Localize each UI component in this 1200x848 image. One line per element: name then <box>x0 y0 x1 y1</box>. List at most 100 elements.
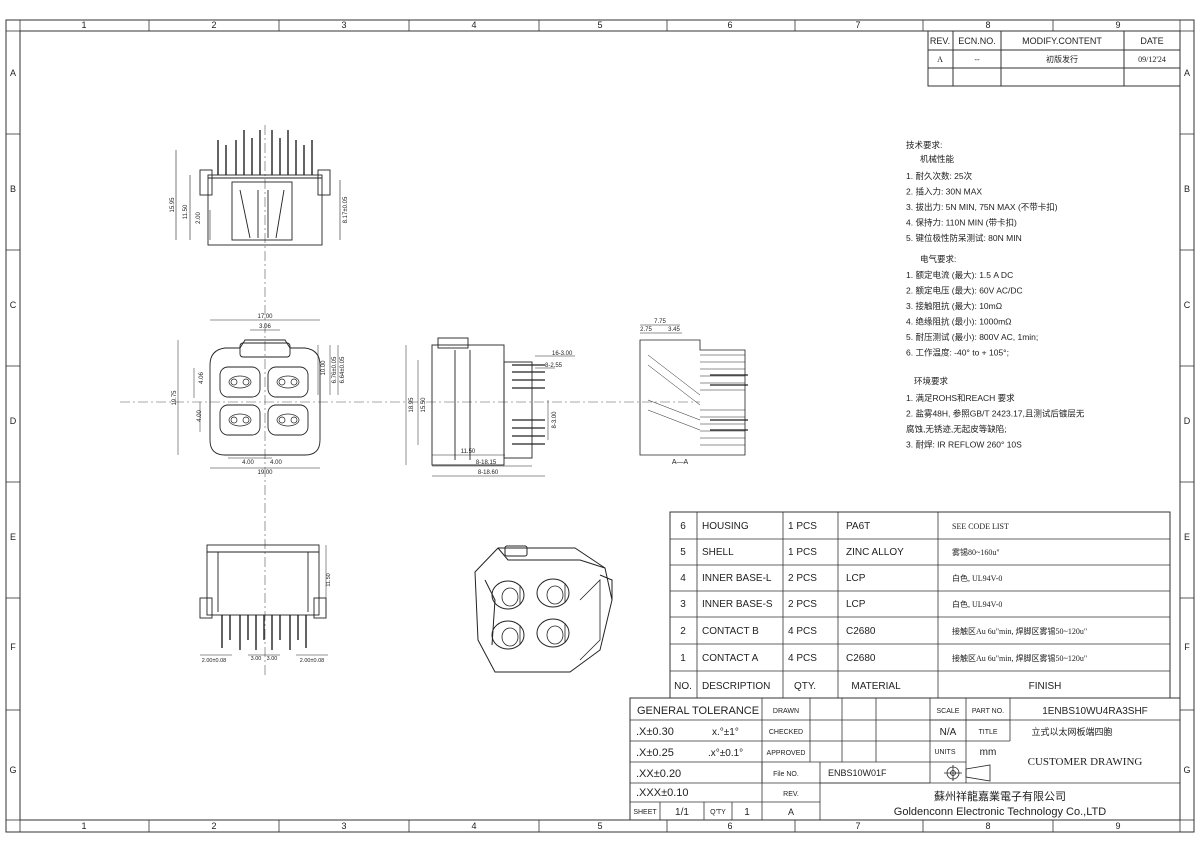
scale-value: N/A <box>940 727 957 738</box>
env-note-1: 1. 满足ROHS和REACH 要求 <box>906 393 1015 403</box>
top-view <box>175 130 341 246</box>
side-view <box>405 337 575 477</box>
zone-row-right-F: F <box>1184 642 1190 652</box>
dim-6-64: 6.64±0.05 <box>340 356 346 383</box>
dim-15-50: 15.50 <box>421 397 427 413</box>
isometric-view <box>474 545 613 673</box>
dim-11-50-bottom: 11.50 <box>326 573 332 586</box>
mech-note-4: 4. 保持力: 110N MIN (带卡扣) <box>906 218 1017 228</box>
zone-col-bottom-2: 2 <box>211 821 216 831</box>
center-lines <box>120 125 700 675</box>
zone-col-top-9: 9 <box>1115 20 1120 30</box>
dim-8-18-60: 8-18.60 <box>478 470 499 476</box>
dim-8-3-00: 8-3.00 <box>552 411 558 429</box>
bom-row-4-qty: 2 PCS <box>788 573 817 584</box>
zone-col-bottom-3: 3 <box>341 821 346 831</box>
elec-note-4: 4. 绝缘阻抗 (最小): 1000mΩ <box>906 317 1012 327</box>
bottom-view <box>199 544 328 656</box>
zone-col-bottom-7: 7 <box>855 821 860 831</box>
zone-col-bottom-8: 8 <box>985 821 990 831</box>
zone-col-top-7: 7 <box>855 20 860 30</box>
zone-row-right-D: D <box>1184 416 1191 426</box>
section-view <box>639 324 748 456</box>
zone-col-top-5: 5 <box>597 20 602 30</box>
bom-row-2-finish: 接触区Au 6u"min, 焊脚区雾锡50~120u" <box>952 626 1087 636</box>
dim-4-00-left: 4.00 <box>242 460 254 466</box>
bom-row-1-finish: 接触区Au 6u"min, 焊脚区雾锡50~120u" <box>952 653 1087 663</box>
part-no-label: PART NO. <box>972 708 1004 715</box>
bom-row-5-finish: 雾锡80~160u" <box>952 548 1000 557</box>
tol-xxx: .XX±0.20 <box>636 768 681 780</box>
bom-row-2-description: CONTACT B <box>702 626 759 637</box>
mech-note-3: 3. 拔出力: 5N MIN, 75N MAX (不带卡扣) <box>906 202 1058 212</box>
zone-col-top-8: 8 <box>985 20 990 30</box>
zone-col-bottom-4: 4 <box>471 821 476 831</box>
zone-col-bottom-9: 9 <box>1115 821 1120 831</box>
zone-col-bottom-5: 5 <box>597 821 602 831</box>
ecn-value: -- <box>974 55 980 64</box>
zone-row-right-A: A <box>1184 68 1190 78</box>
dim-16-3-00: 16-3.00 <box>552 351 573 357</box>
dim-15-95: 15.95 <box>170 197 176 213</box>
dim-7-75: 7.75 <box>654 319 666 325</box>
section-view-dims: 7.75 2.75 3.45 A—A <box>640 319 688 466</box>
env-title: 环境要求 <box>914 376 949 386</box>
zone-row-left-C: C <box>10 300 17 310</box>
units-label: UNITS <box>935 749 956 756</box>
bom-header-finish: FINISH <box>1029 681 1062 692</box>
company-name-cn: 蘇州祥龍嘉業電子有限公司 <box>934 789 1066 803</box>
dim-19-75: 19.75 <box>172 390 178 406</box>
part-no-value: 1ENBS10WU4RA3SHF <box>1042 706 1148 717</box>
checked-label: CHECKED <box>769 729 803 736</box>
dim-10-00: 10.00 <box>321 360 327 376</box>
zone-col-top-6: 6 <box>727 20 732 30</box>
title-label: TITLE <box>978 729 997 736</box>
ang-tol-2: .x°±0.1° <box>708 748 743 759</box>
bom-row-2-no: 2 <box>680 626 686 637</box>
zone-row-left-E: E <box>10 532 16 542</box>
zone-row-right-B: B <box>1184 184 1190 194</box>
company-name-en: Goldenconn Electronic Technology Co.,LTD <box>894 806 1106 818</box>
bom-row-3-material: LCP <box>846 599 866 610</box>
front-view-dims: 17.00 3.06 4.06 4.00 19.75 4.00 4.00 19.… <box>172 314 346 476</box>
revision-table: REV. ECN.NO. MODIFY.CONTENT DATE A -- 初版… <box>927 30 1181 87</box>
front-view <box>177 319 339 469</box>
tol-x: .X±0.30 <box>636 726 674 738</box>
env-note-3: 腐蚀,无锈迹,无起皮等缺陷; <box>906 424 1007 434</box>
elec-note-6: 6. 工作温度: -40° to + 105°; <box>906 348 1009 358</box>
zone-col-top-2: 2 <box>211 20 216 30</box>
mech-note-1: 1. 耐久次数: 25次 <box>906 171 973 181</box>
rev-header-date: DATE <box>1140 36 1163 46</box>
mech-title: 机械性能 <box>920 154 955 164</box>
rev-label: REV. <box>783 791 799 798</box>
tol-xx: .X±0.25 <box>636 747 674 759</box>
zone-col-top-4: 4 <box>471 20 476 30</box>
dim-4-00-right: 4.00 <box>270 460 282 466</box>
dim-6-76: 6.76±0.05 <box>332 356 338 383</box>
mech-note-5: 5. 键位极性防呆测试: 80N MIN <box>906 233 1022 243</box>
dim-11-50: 11.50 <box>183 204 189 219</box>
zone-row-left-G: G <box>9 765 16 775</box>
bom-row-3-description: INNER BASE-S <box>702 599 773 610</box>
dim-4-00-vert: 4.00 <box>197 410 203 422</box>
customer-drawing: CUSTOMER DRAWING <box>1028 756 1143 768</box>
dim-8-2-55: 8-2.55 <box>545 363 563 369</box>
bom-row-5-qty: 1 PCS <box>788 547 817 558</box>
bom-row-1-qty: 4 PCS <box>788 653 817 664</box>
zone-row-right-E: E <box>1184 532 1190 542</box>
scale-label: SCALE <box>937 708 960 715</box>
dim-2-00-left: 2.00±0.08 <box>202 658 226 664</box>
bom-row-5-description: SHELL <box>702 547 734 558</box>
env-note-2: 2. 盐雾48H, 参照GB/T 2423.17,且测试后镀层无 <box>906 409 1085 419</box>
drawn-label: DRAWN <box>773 708 799 715</box>
bom-row-1-no: 1 <box>680 653 686 664</box>
dim-2-00-right: 2.00±0.08 <box>300 658 324 664</box>
zone-col-top-3: 3 <box>341 20 346 30</box>
rev-header-rev: REV. <box>930 36 950 46</box>
zone-col-bottom-1: 1 <box>81 821 86 831</box>
bom-row-1-description: CONTACT A <box>702 653 759 664</box>
env-note-4: 3. 耐焊: IR REFLOW 260° 10S <box>906 440 1022 450</box>
file-no-label: File NO. <box>773 771 799 778</box>
